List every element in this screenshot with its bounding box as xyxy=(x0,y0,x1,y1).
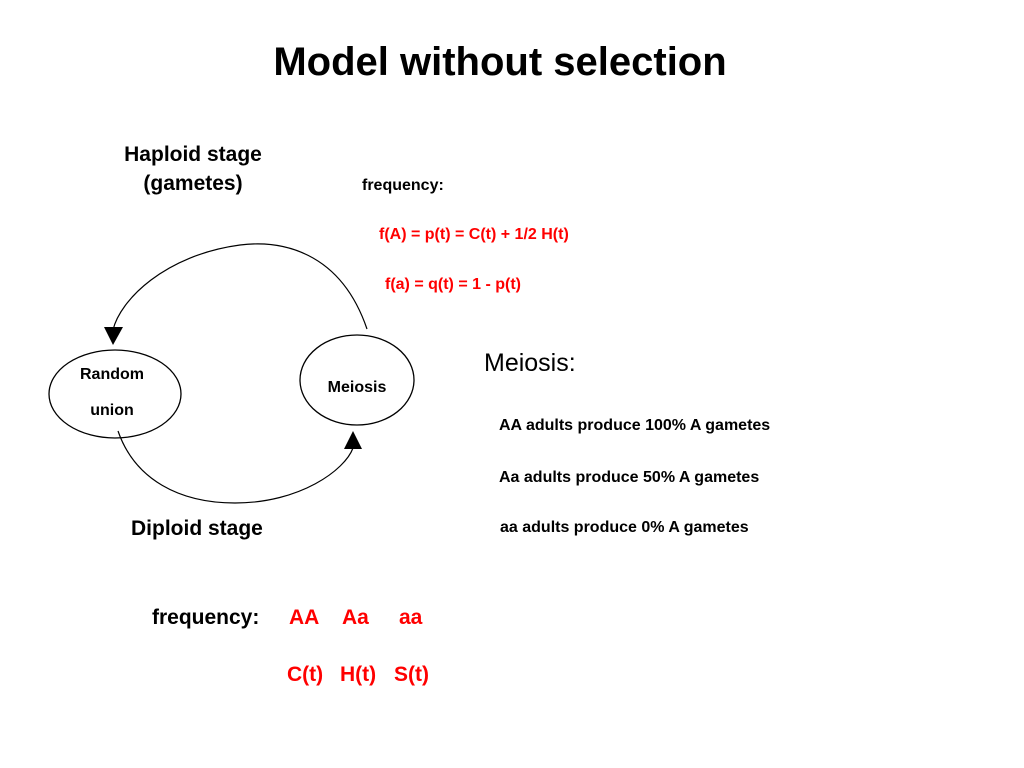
meiosis-node-label: Meiosis xyxy=(327,379,387,396)
genotype-AA: AA xyxy=(289,606,320,629)
diploid-arc xyxy=(117,430,354,504)
random-union-label-line1: Random xyxy=(80,366,144,383)
genotype-Aa: Aa xyxy=(342,606,369,629)
meiosis-rule-aa: aa adults produce 0% A gametes xyxy=(500,519,749,536)
arrowhead-up xyxy=(344,431,362,449)
equation-f-A: f(A) = p(t) = C(t) + 1/2 H(t) xyxy=(379,226,569,243)
gamete-frequency-label: frequency: xyxy=(362,177,444,194)
page-title: Model without selection xyxy=(273,40,727,84)
random-union-label-line2: union xyxy=(90,402,134,419)
meiosis-node xyxy=(299,334,415,426)
genotype-frequency-label: frequency: xyxy=(152,606,260,629)
meiosis-rule-Aa: Aa adults produce 50% A gametes xyxy=(499,469,760,486)
frequency-S: S(t) xyxy=(394,663,429,686)
equation-f-a: f(a) = q(t) = 1 - p(t) xyxy=(385,276,521,293)
random-union-node xyxy=(48,349,182,439)
haploid-stage-label: Haploid stage (gametes) xyxy=(124,143,262,195)
meiosis-rule-AA: AA adults produce 100% A gametes xyxy=(499,417,771,434)
diploid-stage-label: Diploid stage xyxy=(131,517,263,540)
frequency-C: C(t) xyxy=(287,663,324,686)
haploid-arc xyxy=(112,243,368,331)
genotype-aa: aa xyxy=(399,606,423,629)
meiosis-heading: Meiosis: xyxy=(484,349,576,377)
arrowhead-down xyxy=(104,327,123,345)
frequency-H: H(t) xyxy=(340,663,377,686)
